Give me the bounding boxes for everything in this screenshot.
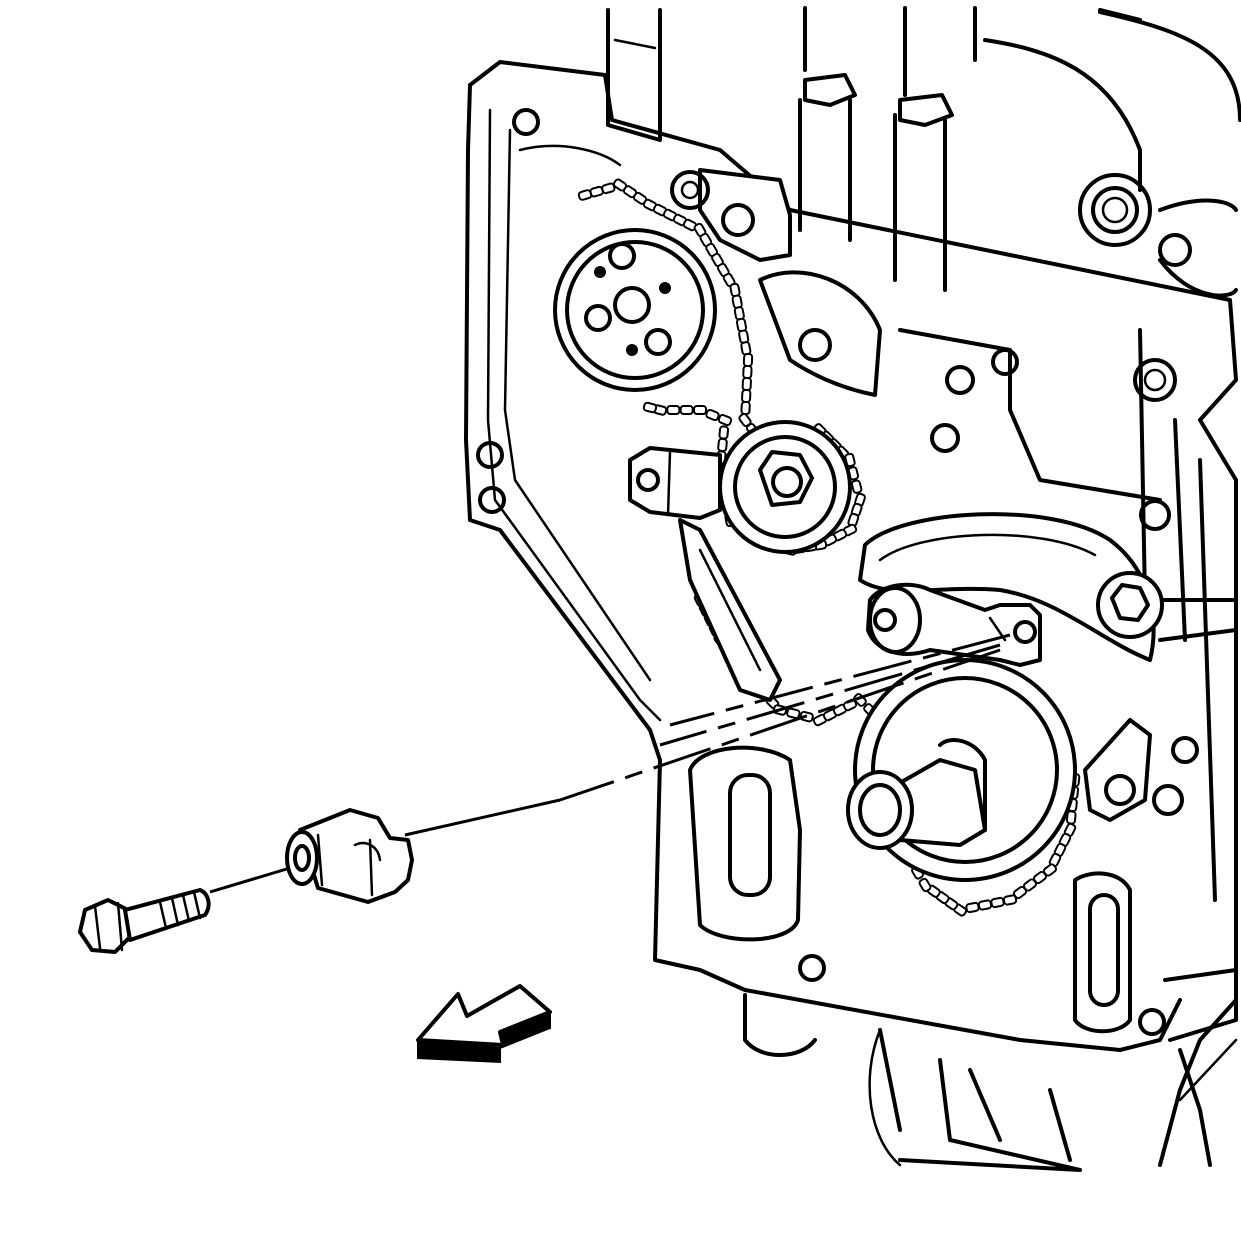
chain-link (740, 400, 751, 416)
chain-tensioner (628, 446, 722, 520)
chain-link (666, 405, 681, 415)
alignment-line (209, 616, 1011, 894)
chain-link (740, 341, 752, 356)
chain-link (642, 401, 658, 414)
chain-link (717, 437, 728, 453)
crankshaft-sprocket (846, 512, 1164, 882)
idler-sprocket (718, 420, 852, 554)
chain-link (717, 413, 733, 427)
guide-bolt (78, 888, 211, 954)
chain-link (990, 896, 1005, 909)
arrow-left-icon (416, 984, 552, 1064)
chain-link (742, 364, 753, 380)
chain-link (786, 707, 801, 720)
chain-link (693, 405, 707, 415)
chain-link (741, 376, 752, 392)
chain-link (977, 899, 993, 911)
camshaft-sprocket (553, 228, 717, 392)
chain-link (679, 405, 694, 415)
chain-link (918, 877, 932, 893)
chain-link (850, 479, 863, 494)
chain-link (741, 388, 752, 404)
chain-link (718, 425, 730, 440)
bolt-spacer (285, 808, 414, 904)
chain-link (705, 408, 720, 422)
chain-link (965, 901, 980, 914)
chain-link (1002, 894, 1018, 906)
chain-link (742, 352, 754, 368)
engine-block (464, 6, 1241, 1172)
